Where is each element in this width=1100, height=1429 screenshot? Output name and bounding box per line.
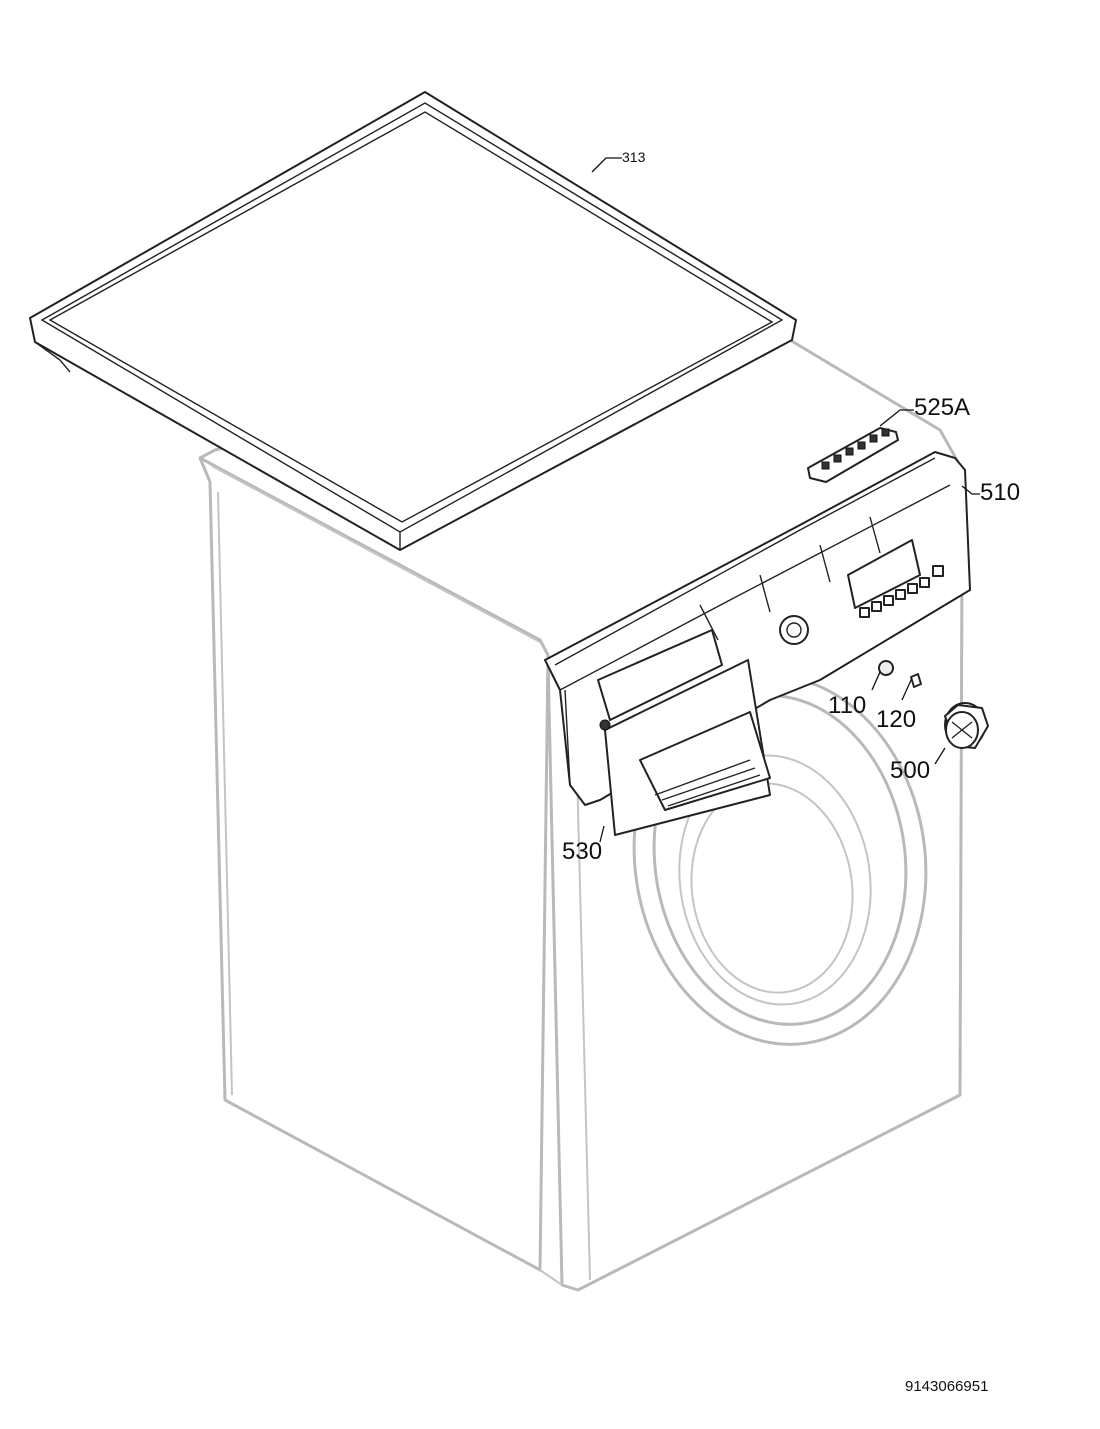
leader-lines <box>591 157 980 843</box>
callout-120: 120 <box>876 706 917 733</box>
display-buttons <box>859 577 930 618</box>
callout-110: 110 <box>828 692 867 719</box>
document-number: 9143066951 <box>905 1378 989 1395</box>
dispenser-drawer <box>597 629 771 836</box>
callout-500: 500 <box>890 757 931 784</box>
small-parts <box>878 660 989 749</box>
callout-530: 530 <box>562 838 603 865</box>
callout-313: 313 <box>622 149 646 165</box>
button-strip <box>807 427 899 483</box>
callout-525a: 525A <box>914 394 971 421</box>
callout-510: 510 <box>980 479 1021 506</box>
top-lid <box>29 91 797 551</box>
